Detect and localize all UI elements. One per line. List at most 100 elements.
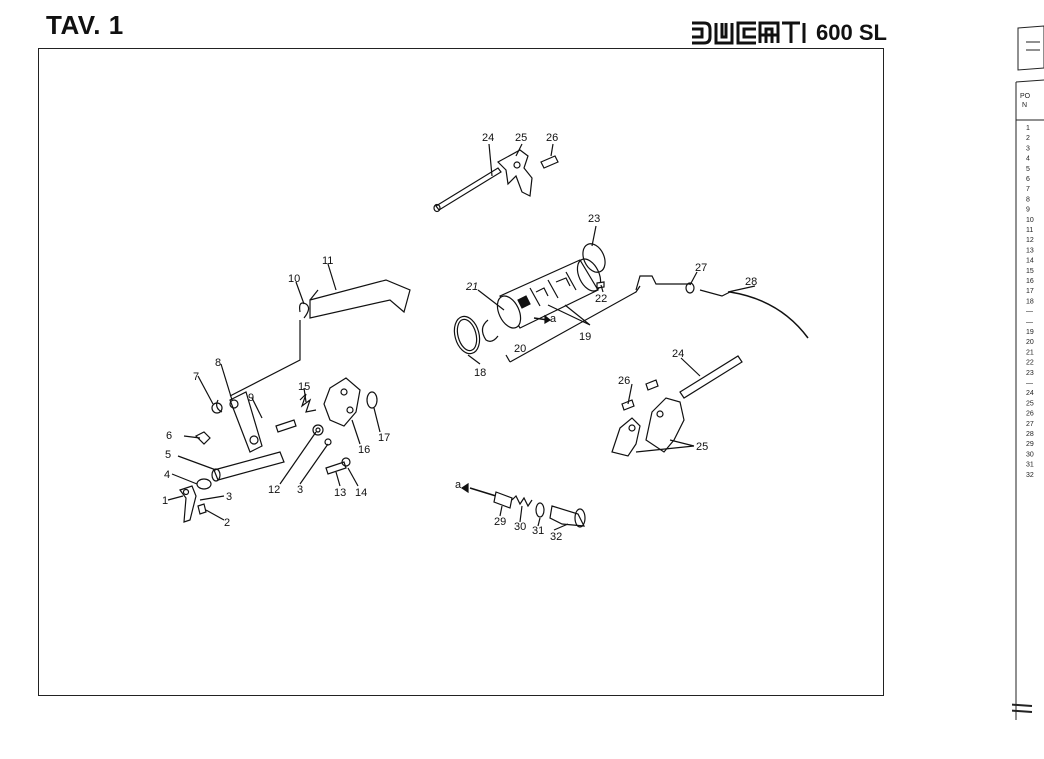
plate-16 — [323, 377, 361, 427]
callout-9: 9 — [248, 392, 254, 404]
edge-row-number: 5 — [1026, 166, 1030, 173]
edge-row-number: — — [1026, 319, 1033, 326]
edge-row-number: 12 — [1026, 237, 1034, 244]
edge-row-number: 27 — [1026, 421, 1034, 428]
callout-24: 24 — [672, 348, 684, 360]
edge-row-number: 26 — [1026, 411, 1034, 418]
edge-row-number: 15 — [1026, 268, 1034, 275]
callout-31: 31 — [532, 525, 544, 537]
edge-row-number: 17 — [1026, 288, 1034, 295]
diagram-frame — [38, 48, 884, 696]
edge-row-number: 23 — [1026, 370, 1034, 377]
screw-22 — [596, 281, 605, 289]
callout-11: 11 — [322, 255, 333, 267]
model-name: 600 SL — [816, 20, 887, 45]
callout-26: 26 — [618, 375, 630, 387]
callout-20: 20 — [514, 343, 526, 355]
edge-row-number: 14 — [1026, 258, 1034, 265]
callout-27: 27 — [695, 262, 707, 274]
brand-header: 600 SL — [690, 18, 887, 48]
callout-28: 28 — [745, 276, 757, 288]
callout-2: 2 — [224, 517, 230, 529]
callout-21: 21 — [465, 281, 478, 293]
shift-arm-11 — [229, 279, 411, 397]
clip-20 — [481, 319, 499, 342]
callout-32: 32 — [550, 531, 562, 543]
callout-8: 8 — [215, 357, 221, 369]
edge-row-number: 25 — [1026, 400, 1034, 407]
callout-25: 25 — [515, 132, 527, 144]
callout-17: 17 — [378, 432, 390, 444]
edge-header: PO — [1020, 93, 1031, 100]
callout-3: 3 — [297, 484, 303, 496]
edge-row-number: 32 — [1026, 472, 1034, 479]
callout-3: 3 — [226, 491, 232, 503]
edge-row-number: 13 — [1026, 247, 1034, 254]
edge-row-number: 28 — [1026, 431, 1034, 438]
pawl-assembly — [460, 482, 586, 528]
edge-row-number: 20 — [1026, 339, 1034, 346]
callout-12: 12 — [268, 484, 280, 496]
edge-row-number: 21 — [1026, 349, 1034, 356]
callout-16: 16 — [358, 444, 370, 456]
callout-18: 18 — [474, 367, 486, 379]
edge-row-number: 8 — [1026, 196, 1030, 203]
callout-30: 30 — [514, 521, 526, 533]
edge-row-number: 7 — [1026, 186, 1030, 193]
lever-1 — [179, 485, 197, 523]
snap-ring-23 — [582, 243, 606, 273]
edge-row-number: 24 — [1026, 390, 1034, 397]
shift-rod-right — [679, 355, 743, 399]
edge-row-number: 1 — [1026, 125, 1030, 132]
callout-26: 26 — [546, 132, 558, 144]
edge-row-number: 19 — [1026, 329, 1034, 336]
callout-19: 19 — [579, 331, 591, 343]
edge-row-number: 22 — [1026, 360, 1034, 367]
ducati-logo — [692, 21, 806, 45]
callout-5: 5 — [165, 449, 171, 461]
spring-15 — [299, 393, 317, 413]
edge-row-number: 18 — [1026, 298, 1034, 305]
selector-drum — [496, 258, 602, 329]
plate-title: TAV. 1 — [46, 10, 124, 40]
callout-a: a — [455, 479, 462, 491]
callout-7: 7 — [193, 371, 199, 383]
callout-1: 1 — [162, 495, 168, 507]
callout-10: 10 — [288, 273, 300, 285]
callout-22: 22 — [595, 293, 607, 305]
callout-23: 23 — [588, 213, 600, 225]
adjacent-page-edge: PO N 123456789101112131415161718——192021… — [1012, 25, 1044, 720]
shift-fork-top — [497, 149, 533, 197]
indicator-cable — [635, 275, 809, 339]
callout-15: 15 — [298, 381, 310, 393]
callout-a: a — [550, 313, 557, 325]
callout-13: 13 — [334, 487, 346, 499]
edge-row-number: 10 — [1026, 217, 1034, 224]
edge-row-number: — — [1026, 380, 1033, 387]
callout-24: 24 — [482, 132, 494, 144]
edge-row-number: 31 — [1026, 462, 1034, 469]
edge-row-number: 2 — [1026, 135, 1030, 142]
callout-6: 6 — [166, 430, 172, 442]
edge-row-number: 29 — [1026, 441, 1034, 448]
edge-row-number: 16 — [1026, 278, 1034, 285]
edge-row-number: 6 — [1026, 176, 1030, 183]
edge-row-number: 4 — [1026, 156, 1030, 163]
callout-25: 25 — [696, 441, 708, 453]
selector-shaft — [211, 391, 285, 482]
edge-header: N — [1022, 102, 1027, 109]
edge-row-number: — — [1026, 309, 1033, 316]
fork-pin-top — [540, 155, 559, 169]
callout-14: 14 — [355, 487, 367, 499]
edge-row-number: 30 — [1026, 451, 1034, 458]
edge-row-number: 3 — [1026, 145, 1030, 152]
ring-18 — [453, 315, 481, 355]
edge-row-number: 9 — [1026, 207, 1030, 214]
ring-17 — [366, 391, 378, 409]
callout-4: 4 — [164, 469, 170, 481]
shift-forks-right — [611, 379, 695, 457]
callout-29: 29 — [494, 516, 506, 528]
shift-rod-top — [433, 167, 502, 213]
edge-row-number: 11 — [1026, 227, 1033, 234]
